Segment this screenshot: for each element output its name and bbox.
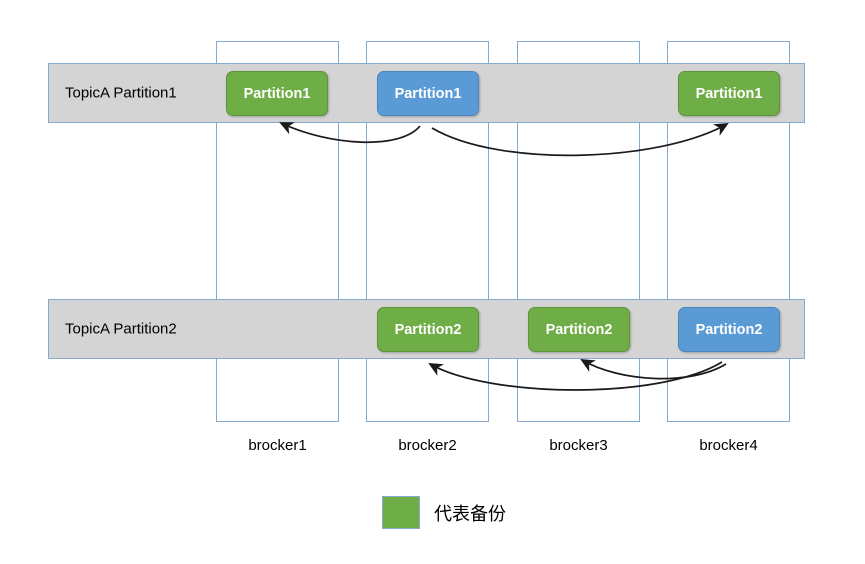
broker-column-1 — [216, 41, 339, 422]
topic-band-label-partition1: TopicA Partition1 — [65, 84, 177, 102]
broker-column-2 — [366, 41, 489, 422]
broker-caption-1: brocker1 — [248, 437, 307, 454]
leader-box-broker2-partition1: Partition1 — [377, 71, 479, 116]
broker-caption-3: brocker3 — [549, 437, 608, 454]
leader-box-label: Partition2 — [695, 321, 763, 338]
replica-box-label: Partition2 — [545, 321, 613, 338]
broker-caption-2: brocker2 — [398, 437, 457, 454]
replica-box-label: Partition2 — [394, 321, 462, 338]
replica-box-broker2-partition2: Partition2 — [377, 307, 479, 352]
legend: 代表备份 — [382, 496, 506, 529]
replica-box-broker4-partition1: Partition1 — [678, 71, 780, 116]
broker-column-4 — [667, 41, 790, 422]
leader-box-broker4-partition2: Partition2 — [678, 307, 780, 352]
replica-box-label: Partition1 — [695, 85, 763, 102]
replica-box-broker3-partition2: Partition2 — [528, 307, 630, 352]
topic-band-label-partition2: TopicA Partition2 — [65, 320, 177, 338]
broker-caption-4: brocker4 — [699, 437, 758, 454]
leader-box-label: Partition1 — [394, 85, 462, 102]
replica-box-broker1-partition1: Partition1 — [226, 71, 328, 116]
legend-label: 代表备份 — [434, 503, 506, 525]
legend-swatch-green — [382, 496, 420, 529]
replica-box-label: Partition1 — [243, 85, 311, 102]
broker-column-3 — [517, 41, 640, 422]
